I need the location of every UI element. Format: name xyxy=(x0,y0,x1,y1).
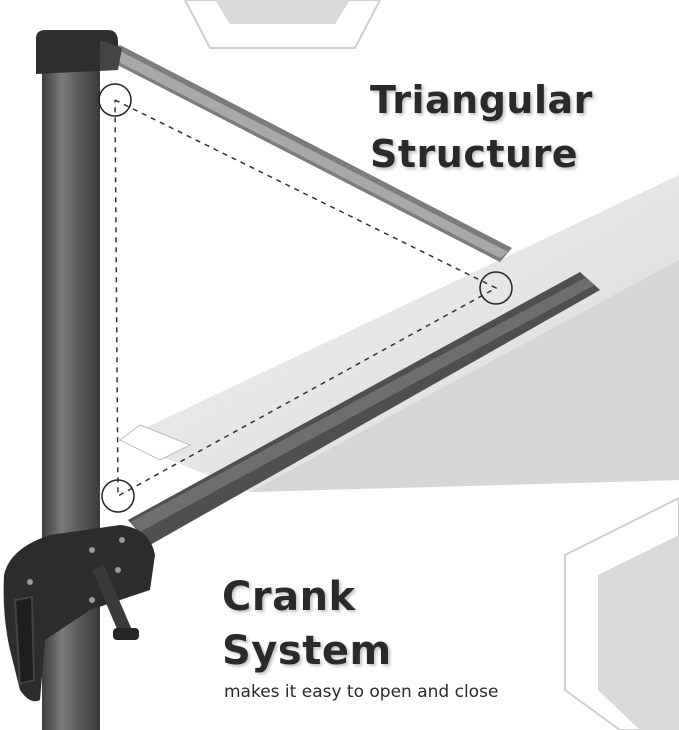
feature-title-line2: Structure xyxy=(370,132,579,176)
triangle-annotation xyxy=(98,83,513,513)
joint-marker-right xyxy=(479,271,513,305)
crank-caption: makes it easy to open and close xyxy=(224,682,499,702)
hexagon-decoration-top xyxy=(183,0,382,49)
feature-title-line1: Triangular xyxy=(370,78,593,122)
crank-title-line1: Crank xyxy=(222,574,356,620)
umbrella-arm xyxy=(128,272,600,545)
crank-handle xyxy=(92,565,139,640)
umbrella-pole xyxy=(36,30,122,730)
upper-strut xyxy=(98,45,512,262)
crank-housing xyxy=(3,525,155,702)
umbrella-canopy xyxy=(119,175,679,492)
crank-title-line2: System xyxy=(222,628,392,674)
hexagon-decoration-bottom xyxy=(564,496,679,730)
joint-marker-bottom xyxy=(101,479,135,513)
joint-marker-top xyxy=(98,83,132,117)
